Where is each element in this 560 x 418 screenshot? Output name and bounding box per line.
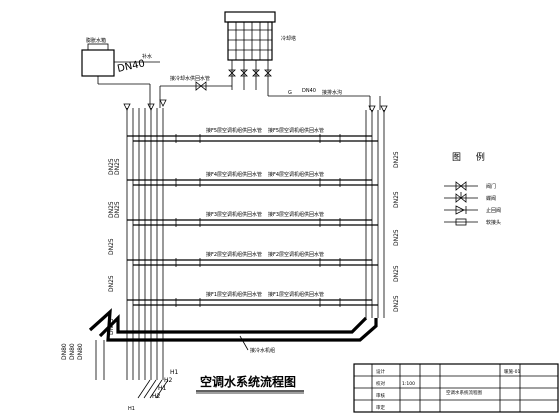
legend-title: 图 例 <box>452 151 491 163</box>
floor-branch-label: 接F2层空调机组供回水管 <box>206 251 262 258</box>
expansion-tank: 膨胀水箱 DN40 补水 <box>81 37 160 108</box>
bottom-note: H1 <box>128 406 135 412</box>
supply-label: G <box>288 90 292 96</box>
makeup-water-label: 补水 <box>142 53 152 60</box>
title-block-row: 校对 <box>376 380 385 387</box>
top-piping: 接冷却水供回水管 G DN40 接排水沟 <box>159 75 381 110</box>
legend-check-valve: 止回阀 <box>444 205 501 215</box>
right-riser-label: DN25 <box>393 295 400 312</box>
legend-label: 软接头 <box>486 219 501 226</box>
main-pipe-label: 接冷水机组 <box>250 347 275 354</box>
title-block-scale: 1:100 <box>402 381 415 387</box>
floor-branch-label: 接F3层空调机组供回水管 <box>268 211 324 218</box>
left-riser-labels: DN25 DN25 DN25 DN25 DN25 DN25 DN25 <box>108 158 121 335</box>
floor-branch-label: 接F3层空调机组供回水管 <box>206 211 262 218</box>
left-riser-label: DN25 <box>108 238 115 255</box>
floor-branch-label: 接F1层空调机组供回水管 <box>206 291 262 298</box>
bottom-labels: H1 H2 H1 H2 H1 <box>128 369 179 412</box>
diagram-title-group: 空调水系统流程图 <box>196 374 304 394</box>
title-block-drawing-no: 暖施-01 <box>504 368 520 375</box>
left-riser-label: DN25 <box>114 201 121 218</box>
right-riser-label: DN25 <box>393 229 400 246</box>
legend-gate-valve: 阀门 <box>444 181 496 191</box>
left-riser-label: DN25 <box>108 201 115 218</box>
bottom-label: H1 <box>170 369 179 376</box>
title-block: 设计 校对 审核 审定 1:100 空调水系统流程图 暖施-01 <box>353 363 559 413</box>
right-riser-label: DN25 <box>393 151 400 168</box>
title-block-project: 空调水系统流程图 <box>446 389 482 396</box>
main-pipe-size: DN80 <box>77 343 84 360</box>
legend: 图 例 阀门 蝶阀 止回阀 软接头 <box>444 151 501 226</box>
legend-flex-joint: 软接头 <box>444 218 501 226</box>
main-pipe-size: DN80 <box>69 343 76 360</box>
bottom-label: H1 <box>158 385 167 392</box>
drain-label: 接排水沟 <box>322 89 342 96</box>
floor-branch-label: 接F1层空调机组供回水管 <box>268 291 324 298</box>
bottom-label: H2 <box>152 393 161 400</box>
floor-branches: 接F5层空调机组供回水管 接F5层空调机组供回水管 接F4层空调机组供回水管 接… <box>127 127 378 307</box>
right-riser-labels: DN25 DN25 DN25 DN25 DN25 <box>393 151 400 312</box>
left-riser-label: DN25 <box>108 275 115 292</box>
bottom-label: H2 <box>164 377 173 384</box>
right-risers <box>365 105 388 318</box>
right-riser-label: DN25 <box>393 265 400 282</box>
diagram-title: 空调水系统流程图 <box>200 374 296 389</box>
title-block-row: 审定 <box>376 404 385 411</box>
main-pipe-loop: 接冷水机组 DN80 DN80 DN80 <box>61 308 378 380</box>
legend-label: 蝶阀 <box>486 195 496 202</box>
left-riser-label: DN25 <box>114 158 121 175</box>
main-pipe-size: DN80 <box>61 343 68 360</box>
legend-butterfly-valve: 蝶阀 <box>444 192 496 203</box>
legend-label: 阀门 <box>486 183 496 190</box>
left-risers <box>123 99 167 380</box>
right-riser-label: DN25 <box>393 191 400 208</box>
floor-branch-label: 接F5层空调机组供回水管 <box>206 127 262 134</box>
cooling-tower-label: 冷却塔 <box>281 35 296 42</box>
tank-pipe-size: DN40 <box>116 58 146 75</box>
cooling-tower: 冷却塔 <box>224 11 296 90</box>
expansion-tank-label: 膨胀水箱 <box>86 37 106 44</box>
floor-branch-label: 接F5层空调机组供回水管 <box>268 127 324 134</box>
floor-branch-label: 接F4层空调机组供回水管 <box>268 171 324 178</box>
left-riser-label: DN25 <box>108 158 115 175</box>
floor-branch-label: 接F4层空调机组供回水管 <box>206 171 262 178</box>
supply-pipe-size: DN40 <box>302 88 316 94</box>
tower-pipe-note: 接冷却水供回水管 <box>170 75 210 82</box>
title-block-row: 设计 <box>376 368 385 375</box>
floor-branch-label: 接F2层空调机组供回水管 <box>268 251 324 258</box>
legend-label: 止回阀 <box>486 207 501 214</box>
title-block-row: 审核 <box>376 392 385 399</box>
